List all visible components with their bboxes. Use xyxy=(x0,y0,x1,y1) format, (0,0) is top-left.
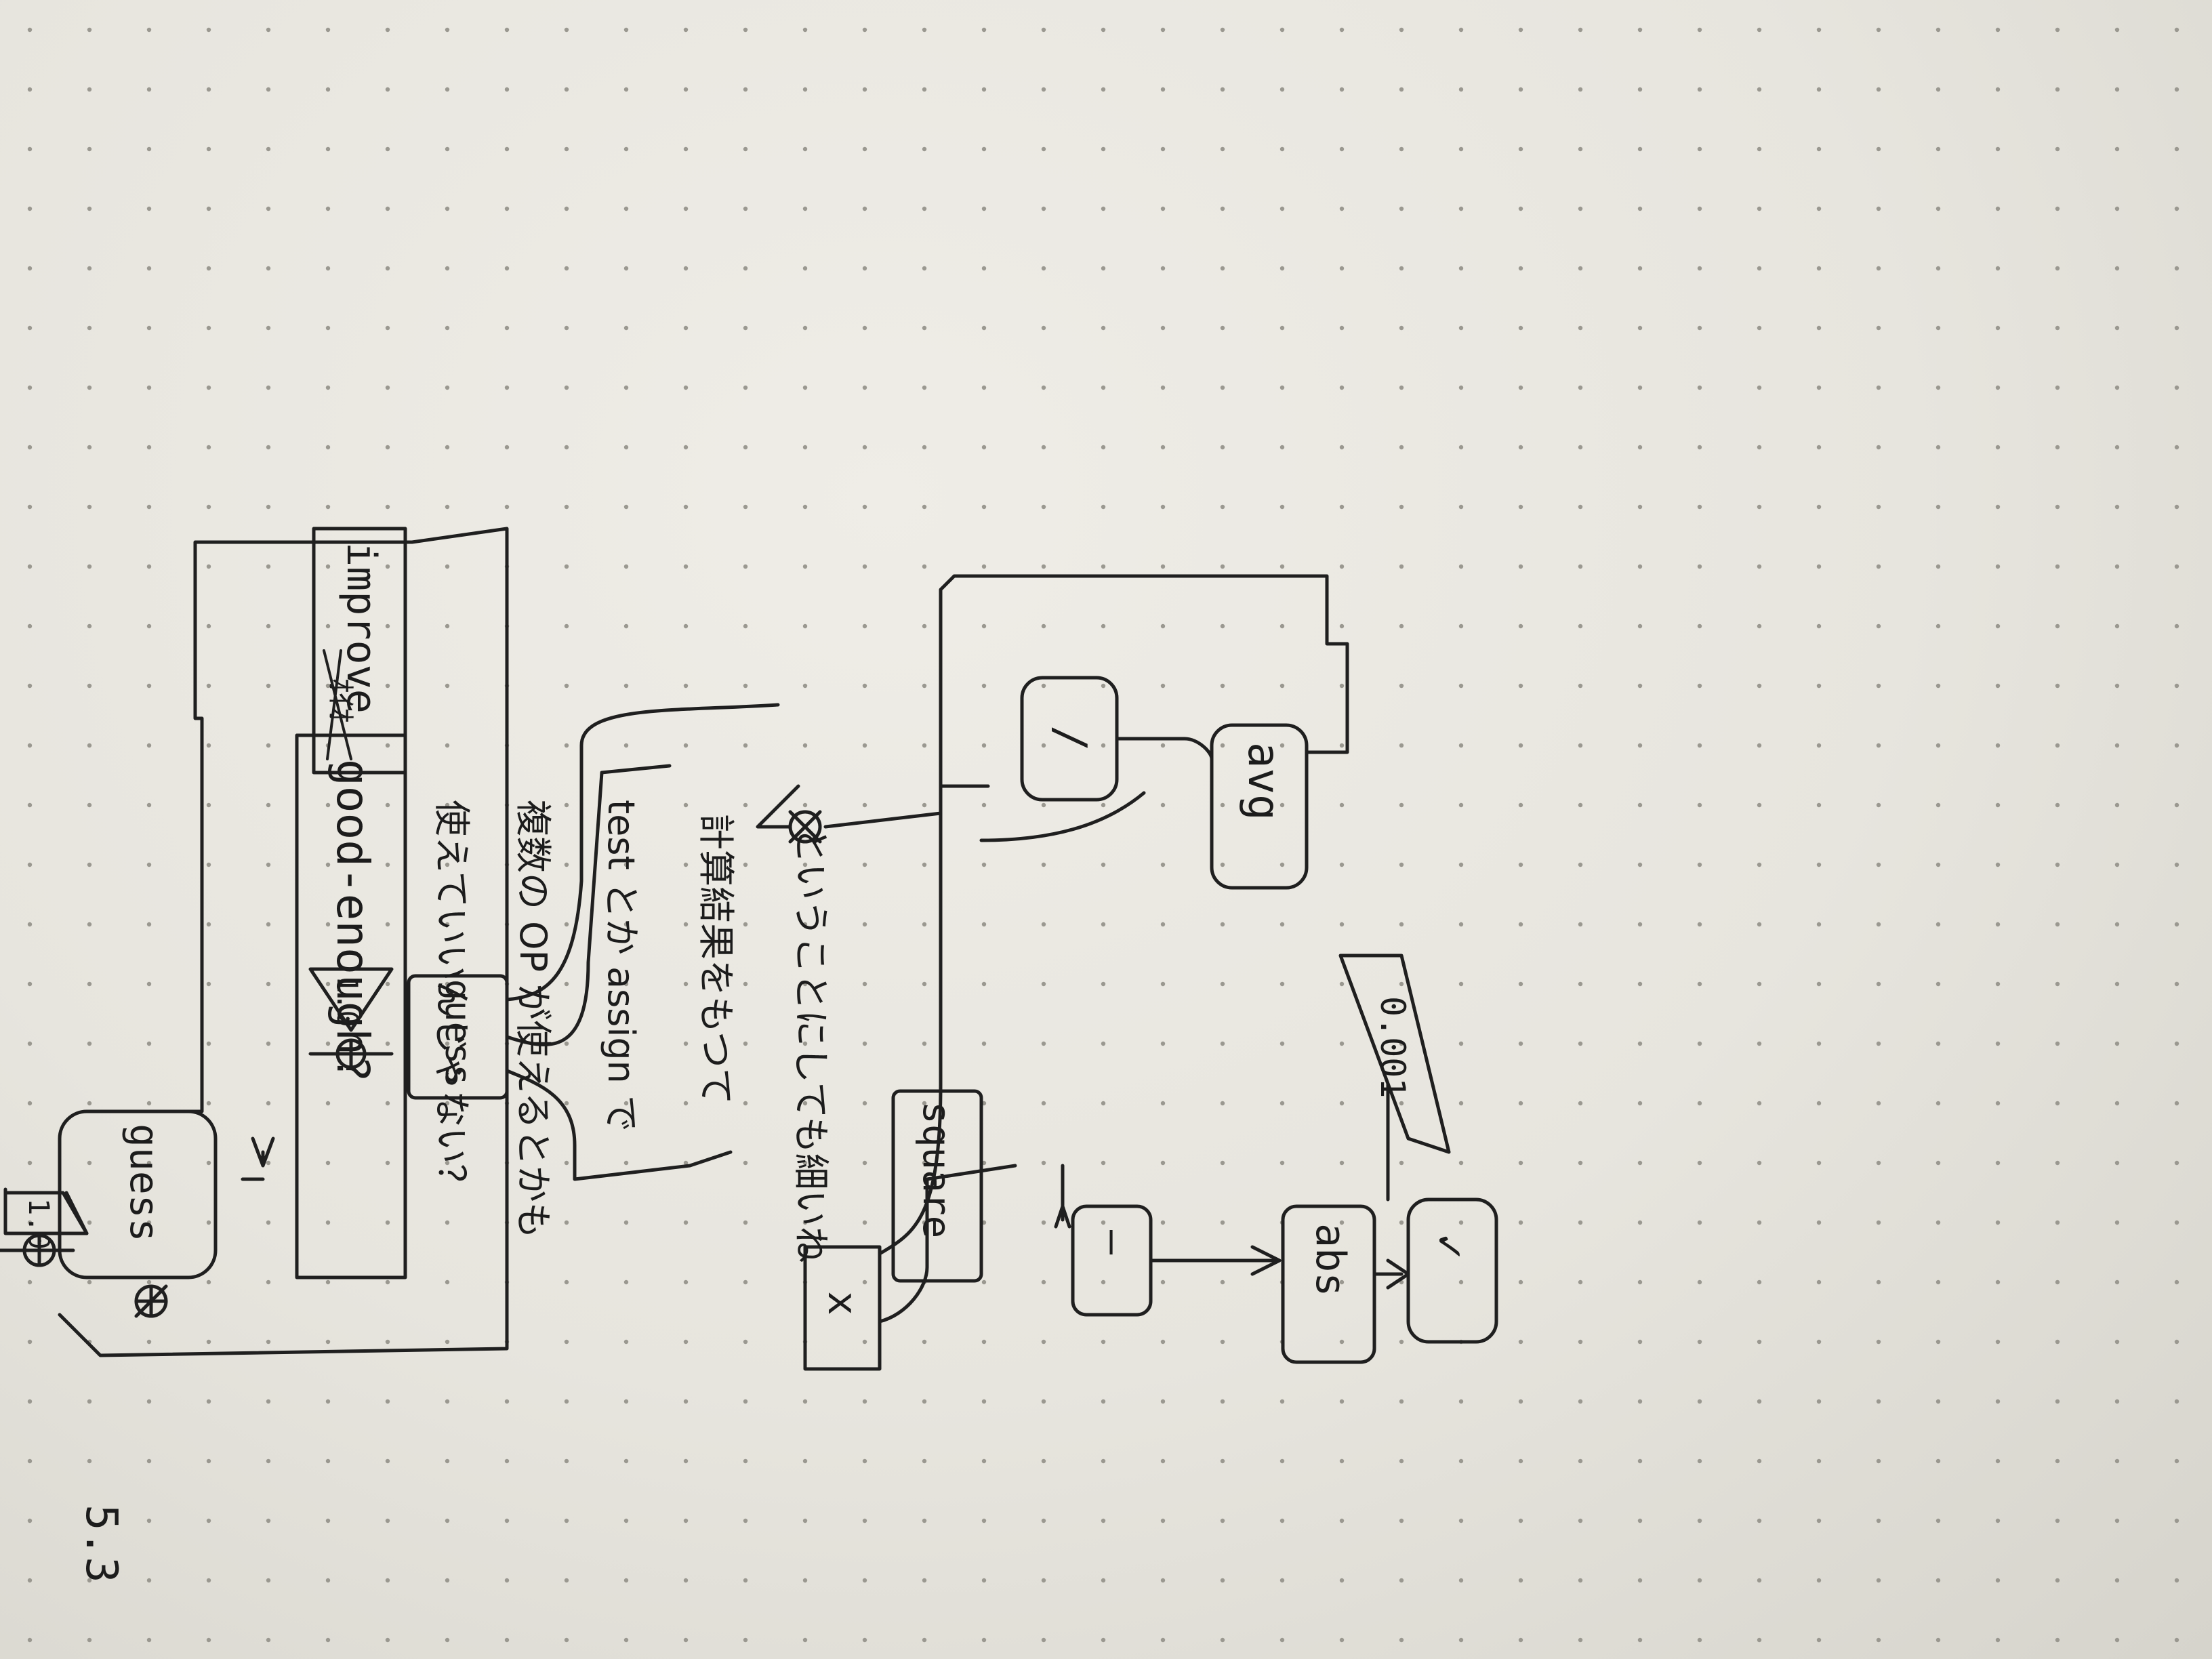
bottom-junction-plus-icon xyxy=(308,1038,394,1069)
note-line-1: ということにしても細いね xyxy=(790,827,832,1263)
bottom-abs-box: abs xyxy=(1281,1204,1376,1364)
bottom-divide-label: / xyxy=(1045,725,1095,752)
bottom-constant-label: 1.0 xyxy=(331,976,364,1027)
top-guess-label: guess xyxy=(121,1124,167,1242)
note-line-4: 複数の OP が使えるとかも xyxy=(512,800,554,1239)
bottom-constant-node: 1.0 xyxy=(308,967,394,1032)
bottom-wires xyxy=(505,574,1410,1324)
japanese-notes: ということにしても細いね 計算結果をもつて test とか assign で 複… xyxy=(430,800,832,1263)
top-diagram: 1.0 guess xyxy=(0,527,509,1357)
note-line-2: 計算結果をもつて xyxy=(695,813,737,1105)
top-improve-label: improve xyxy=(337,542,385,714)
top-feedback-loop xyxy=(58,527,509,1357)
bottom-minus-label: — xyxy=(1090,1230,1137,1255)
bottom-epsilon-label: 0.001 xyxy=(1373,996,1412,1099)
bottom-loop-junction-icon xyxy=(756,784,822,844)
note-line-3: test とか assign で xyxy=(600,800,642,1132)
rotated-notebook-content: 5.3 1.0 xyxy=(0,527,1498,1583)
note-line-5: 使えていいんじゃない？ xyxy=(430,800,473,1200)
page-label: 5.3 xyxy=(76,1504,126,1583)
bottom-x-box: x xyxy=(803,1245,882,1371)
bottom-result-box: ✓ xyxy=(1406,1197,1498,1344)
bottom-epsilon-node: 0.001 xyxy=(1338,954,1451,1154)
top-good-enough-label: good-enough? xyxy=(327,759,379,1082)
bottom-avg-label: avg xyxy=(1238,742,1288,821)
top-guess-box: guess xyxy=(58,1109,218,1279)
top-arrow-guess-to-test xyxy=(241,1136,275,1181)
bottom-guess-label: guess xyxy=(437,979,478,1086)
bottom-abs-label: abs xyxy=(1307,1223,1354,1296)
top-loop-junction-plus-icon xyxy=(134,1284,168,1318)
bottom-result-icon: ✓ xyxy=(1425,1233,1475,1260)
bottom-x-label: x xyxy=(819,1291,866,1315)
bottom-avg-box: avg xyxy=(1210,723,1309,890)
top-improve-box: improve ｵｲｵ xyxy=(312,527,407,775)
bottom-diagram: 1.0 guess x xyxy=(308,574,1498,1371)
